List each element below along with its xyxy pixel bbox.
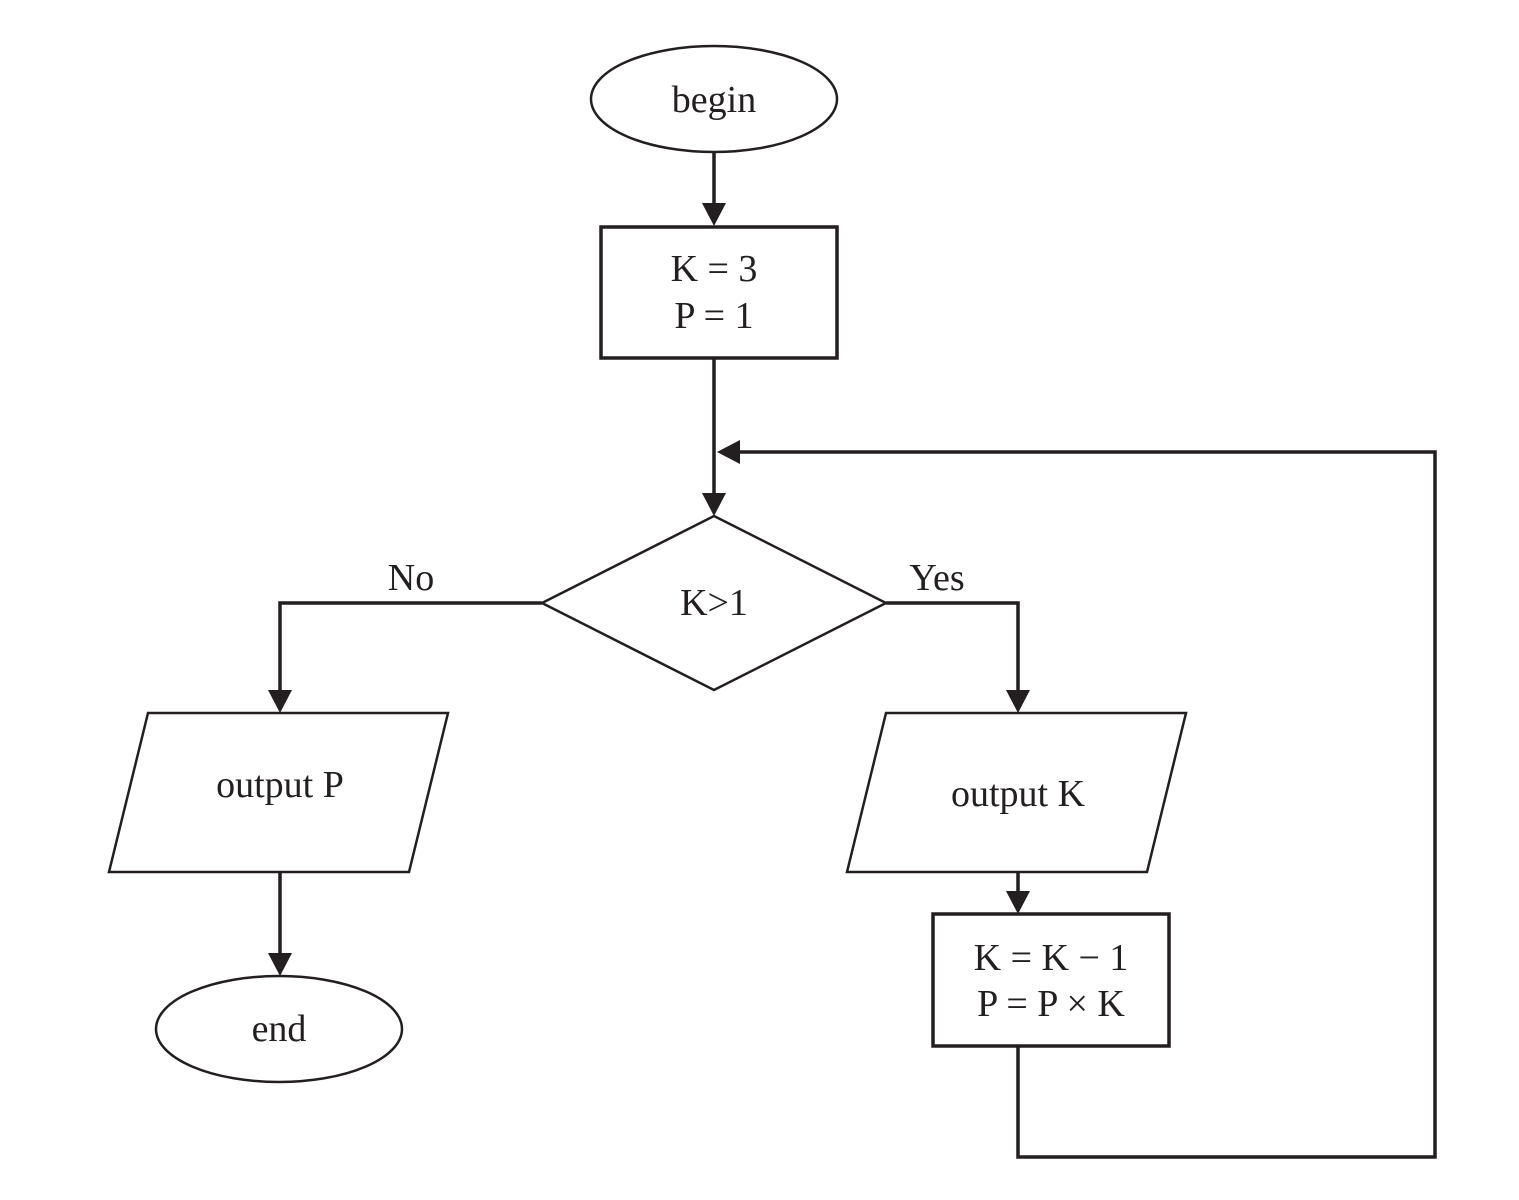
arrow-output-k-to-update	[1006, 872, 1030, 914]
arrow-output-p-to-end	[268, 872, 292, 976]
update-box	[931, 912, 1171, 1048]
yes-label: Yes	[909, 557, 964, 599]
end-node: end	[154, 974, 404, 1084]
end-label: end	[252, 1008, 307, 1050]
decision-diamond	[539, 514, 889, 692]
init-line-2: P = 1	[674, 295, 753, 337]
output-k-parallelogram	[845, 711, 1188, 874]
decision-label: K>1	[680, 582, 748, 624]
update-line-1: K = K − 1	[974, 937, 1129, 979]
output-k-label: output K	[951, 773, 1086, 815]
yes-branch: Yes	[886, 557, 1030, 713]
decision-node: K>1	[539, 514, 889, 692]
init-line-1: K = 3	[671, 248, 758, 290]
init-node: K = 3 P = 1	[599, 225, 839, 360]
arrow-init-to-decision	[702, 358, 726, 516]
update-node: K = K − 1 P = P × K	[931, 912, 1171, 1048]
update-line-2: P = P × K	[977, 983, 1125, 1025]
output-p-label: output P	[216, 764, 344, 806]
end-ellipse	[154, 974, 404, 1084]
init-box	[599, 225, 839, 360]
output-p-parallelogram	[107, 711, 450, 874]
output-p-node: output P	[107, 711, 450, 874]
no-branch: No	[268, 557, 542, 713]
begin-label: begin	[672, 79, 756, 121]
output-k-node: output K	[845, 711, 1188, 874]
loop-back-connector	[717, 440, 1437, 1159]
arrow-begin-to-init	[702, 152, 726, 226]
begin-node: begin	[589, 44, 839, 154]
no-label: No	[388, 557, 434, 599]
